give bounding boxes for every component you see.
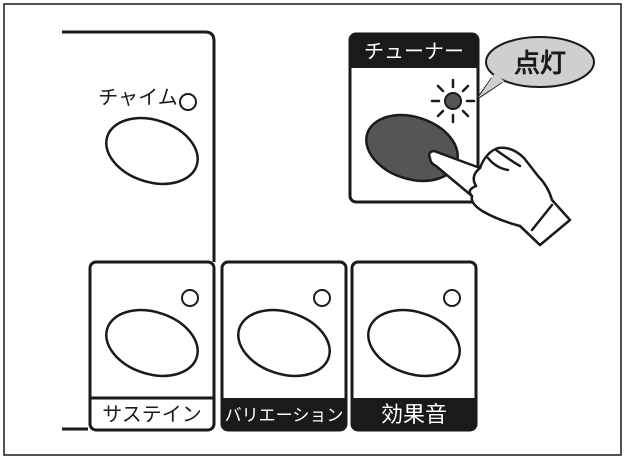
indicator-lamp-icon	[313, 289, 331, 307]
chime-label: チャイム	[98, 85, 177, 109]
sound-effect-label-bg	[352, 398, 476, 430]
variation-label-bg	[222, 398, 346, 430]
chime-button[interactable]	[98, 107, 207, 195]
callout-text: 点灯	[514, 48, 566, 79]
tuner-label-bg	[350, 34, 478, 68]
sustain-label: サステイン	[102, 402, 202, 426]
sustain-button[interactable]	[98, 299, 207, 387]
lit-lamp-icon	[430, 78, 476, 124]
indicator-lamp-icon	[181, 289, 199, 307]
tuner-label: チューナー	[364, 39, 464, 63]
indicator-lamp-icon	[443, 289, 461, 307]
chime-panel-outline	[62, 30, 216, 262]
variation-button[interactable]	[230, 299, 339, 387]
sound-effect-button[interactable]	[360, 299, 469, 387]
indicator-lamp-icon	[179, 93, 197, 111]
sound-effect-label: 効果音	[381, 403, 447, 428]
speech-bubble-icon	[477, 36, 595, 99]
variation-label: バリエーション	[225, 406, 344, 426]
pointing-hand-icon	[427, 146, 572, 247]
